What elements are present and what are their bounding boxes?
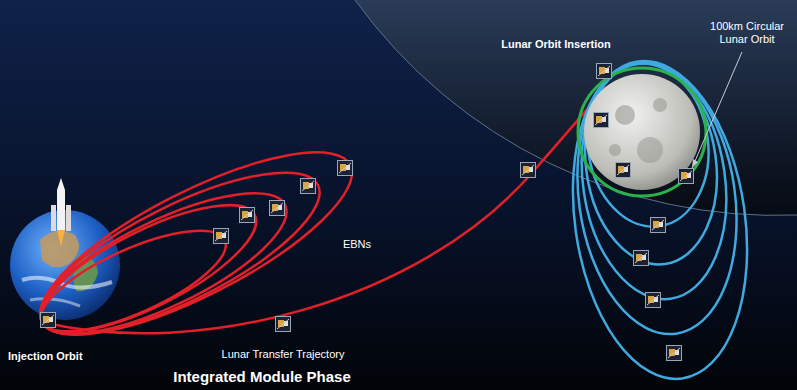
maneuver-label: EBNs xyxy=(343,238,371,251)
rocket xyxy=(51,178,71,246)
orbit-label: Injection Orbit xyxy=(8,350,83,363)
region-arc xyxy=(355,0,797,215)
diagram-title: Integrated Module Phase xyxy=(173,368,351,386)
orbit-callout: 100km Circular Lunar Orbit xyxy=(701,20,793,46)
moon-bound-orbits xyxy=(554,50,767,390)
leader-arrowhead xyxy=(692,159,698,168)
sky-region xyxy=(355,0,797,215)
trajectory-label: Lunar Transfer Trajectory xyxy=(222,348,345,361)
transfer-trajectory xyxy=(42,88,606,334)
spacecraft-icons xyxy=(41,64,694,361)
leader-line xyxy=(692,52,742,168)
phase-event-label: Lunar Orbit Insertion xyxy=(501,38,610,51)
moon xyxy=(584,74,700,190)
circular-lunar-orbit xyxy=(578,68,706,196)
